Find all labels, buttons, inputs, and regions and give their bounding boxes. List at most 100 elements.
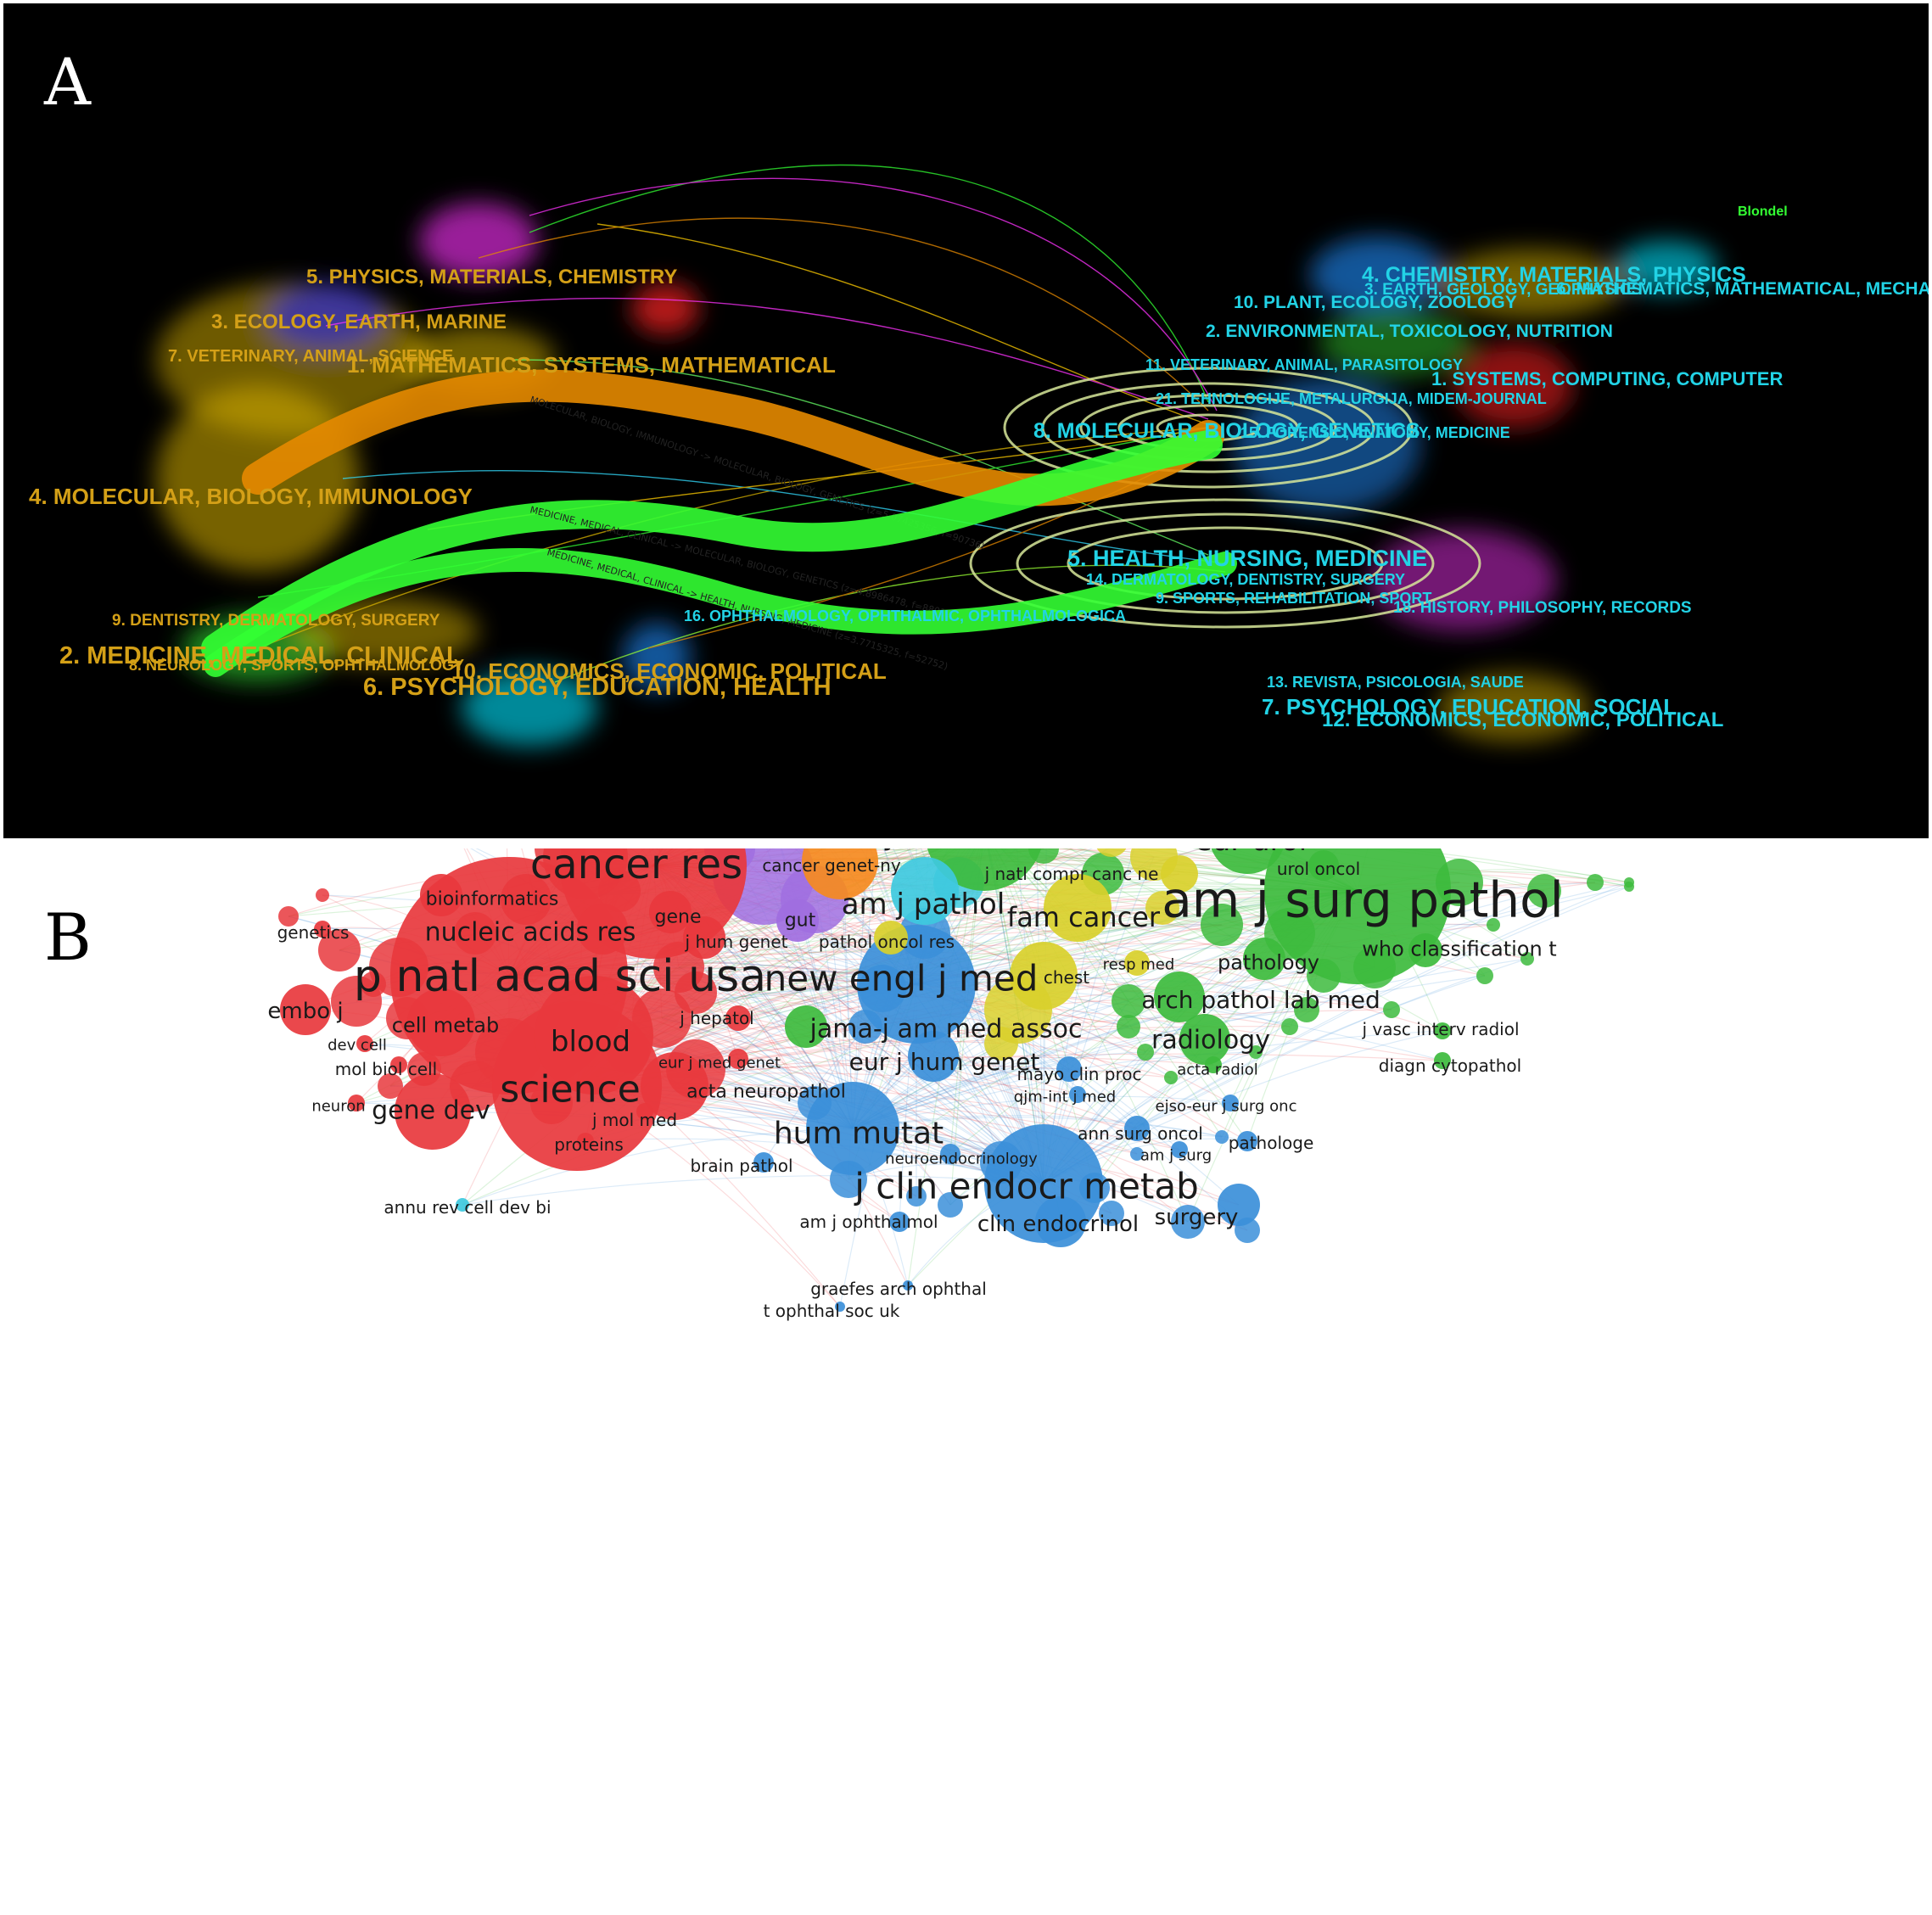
node-annu-rev-cell-dev-bi[interactable] [456, 1198, 469, 1212]
label-mayo-clin-proc: mayo clin proc [1016, 1064, 1141, 1084]
node-j-mol-med[interactable] [636, 1103, 653, 1120]
node-mayo-clin-proc[interactable] [1056, 1056, 1082, 1082]
network-node-minor [1383, 1001, 1400, 1018]
node-eur-j-med-genet[interactable] [728, 1049, 748, 1069]
node-fam-cancer[interactable] [1044, 874, 1112, 942]
label-gene: gene [655, 907, 702, 928]
label-am-j-ophthalmol: am j ophthalmol [799, 1212, 938, 1232]
node-surgery[interactable] [1218, 1184, 1260, 1226]
node-hum-mutat[interactable] [806, 1082, 899, 1175]
cited-label-1-systems-computing-computer: 1. SYSTEMS, COMPUTING, COMPUTER [1431, 368, 1783, 389]
node-j-vasc-interv-radiol[interactable] [1434, 1022, 1451, 1039]
flow-2 [201, 430, 1223, 663]
node-ann-surg-oncol[interactable] [1124, 1116, 1150, 1141]
node-brain-pathol[interactable] [753, 1152, 774, 1173]
node-pathology[interactable] [1243, 938, 1285, 980]
cited-region-ellipses [969, 367, 1481, 629]
label-mol-biol-cell: mol biol cell [335, 1059, 437, 1079]
node-gut[interactable] [776, 899, 819, 942]
citation-link [257, 427, 1209, 649]
node-resp-med[interactable] [1124, 950, 1150, 976]
node-who-classification-t[interactable] [1408, 933, 1442, 967]
node-jama-j-am-med-assoc[interactable] [785, 1005, 827, 1048]
node-am-j-surg-pathol[interactable] [1264, 848, 1451, 984]
node-eur-j-hum-genet[interactable] [908, 1031, 959, 1082]
cited-label-9-sports-rehabilitation-sport: 9. SPORTS, REHABILITATION, SPORT [1156, 590, 1431, 607]
node-genetics[interactable] [314, 921, 331, 938]
node-t-ophthal-soc-uk[interactable] [835, 1302, 845, 1312]
node-eur-urol[interactable] [1209, 848, 1285, 874]
node-cell-metab[interactable] [407, 988, 475, 1056]
node-urol-oncol[interactable] [1308, 850, 1339, 881]
network-node-minor [278, 906, 299, 927]
label-hum-mutat: hum mutat [774, 1117, 944, 1151]
cited-label-13-revista-psicologia-saude: 13. REVISTA, PSICOLOGIA, SAUDE [1267, 674, 1524, 691]
node-ejso-eur-j-surg-onc[interactable] [1222, 1095, 1239, 1111]
node-cancer-genet-ny[interactable] [802, 848, 878, 899]
citation-links [257, 164, 1226, 683]
network-edge [508, 975, 1443, 1061]
network-edge [1367, 848, 1630, 888]
label-j-clin-endocr-metab: j clin endocr metab [854, 1166, 1199, 1207]
node-radiology[interactable] [1179, 1014, 1230, 1065]
node-am-j-pathol[interactable] [891, 857, 959, 925]
network-edge [1043, 958, 1528, 1184]
node-arch-pathol-lab-med[interactable] [1154, 971, 1205, 1022]
network-edge [852, 865, 1324, 1129]
node-diagn-cytopathol[interactable] [1434, 1052, 1451, 1069]
node-new-engl-j-med[interactable] [857, 925, 976, 1044]
node-pathologe[interactable] [1237, 1131, 1257, 1151]
network-edge [852, 932, 1291, 1129]
label-blood: blood [551, 1025, 630, 1059]
node-dev-cell[interactable] [356, 1035, 373, 1052]
node-acta-neuropathol[interactable] [641, 1052, 708, 1120]
label-graefes-arch-ophthal: graefes arch ophthal [810, 1279, 987, 1299]
label-resp-med: resp med [1103, 955, 1175, 973]
network-node-minor [1171, 1205, 1205, 1239]
network-node-minor [675, 971, 717, 1014]
network-edge [852, 882, 1630, 1129]
network-edge [852, 848, 877, 1129]
node-am-j-ophthalmol[interactable] [889, 1212, 910, 1232]
label-ann-surg-oncol: ann surg oncol [1078, 1123, 1203, 1144]
node-j-natl-compr-canc-ne[interactable] [1161, 855, 1198, 893]
label-am-j-surg: am j surg [1140, 1146, 1212, 1164]
node-bioinformatics[interactable] [420, 874, 462, 916]
network-edge [1043, 848, 1339, 1184]
node-nucleic-acids-res[interactable] [577, 904, 628, 955]
network-node-minor [1527, 874, 1561, 908]
dual-map-canvas: MOLECULAR, BIOLOGY, IMMUNOLOGY -> MOLECU… [29, 164, 1929, 746]
cited-label-5-health-nursing-medicine: 5. HEALTH, NURSING, MEDICINE [1067, 546, 1427, 571]
node-chest[interactable] [1010, 942, 1078, 1010]
node-embo-j[interactable] [280, 984, 331, 1035]
node-j-hum-genet[interactable] [683, 916, 725, 959]
node-acta-radiol[interactable] [1205, 1056, 1222, 1073]
cited-label-18-history-philosophy-records: 18. HISTORY, PHILOSOPHY, RECORDS [1393, 599, 1692, 617]
citation-link [478, 217, 1209, 412]
network-node-minor [1164, 1071, 1178, 1084]
network-edge [661, 890, 1358, 1019]
label-ejso-eur-j-surg-onc: ejso-eur j surg onc [1156, 1097, 1297, 1115]
node-neuron[interactable] [348, 1095, 365, 1111]
label-pathologe: pathologe [1229, 1133, 1314, 1153]
network-edge [1043, 1030, 1443, 1184]
citing-label-1-mathematics-systems-mathematical: 1. MATHEMATICS, SYSTEMS, MATHEMATICAL [347, 352, 836, 378]
node-am-j-surg[interactable] [1171, 1141, 1188, 1158]
node-blood[interactable] [535, 976, 653, 1095]
node-neuroendocrinology[interactable] [940, 1144, 960, 1164]
label-t-ophthal-soc-uk: t ophthal soc uk [764, 1301, 900, 1321]
node-gene[interactable] [649, 891, 692, 933]
node-qjm-int-j-med[interactable] [1069, 1086, 1086, 1103]
label-j-mol-med: j mol med [591, 1110, 677, 1130]
node-proteins[interactable] [577, 1133, 594, 1150]
node-pathol-oncol-res[interactable] [874, 921, 908, 955]
network-edge [462, 1128, 854, 1206]
network-edge [852, 1117, 1248, 1142]
cited-label-4-chemistry-materials-physics: 4. CHEMISTRY, MATERIALS, PHYSICS [1362, 263, 1746, 287]
node-j-hepatol[interactable] [725, 1005, 751, 1031]
node-gene-dev[interactable] [395, 1073, 471, 1150]
node-graefes-arch-ophthal[interactable] [903, 1280, 913, 1291]
cited-journals-map [1234, 237, 1717, 742]
node-clin-endocrinol[interactable] [1035, 1196, 1086, 1247]
node-mol-biol-cell[interactable] [390, 1056, 407, 1073]
